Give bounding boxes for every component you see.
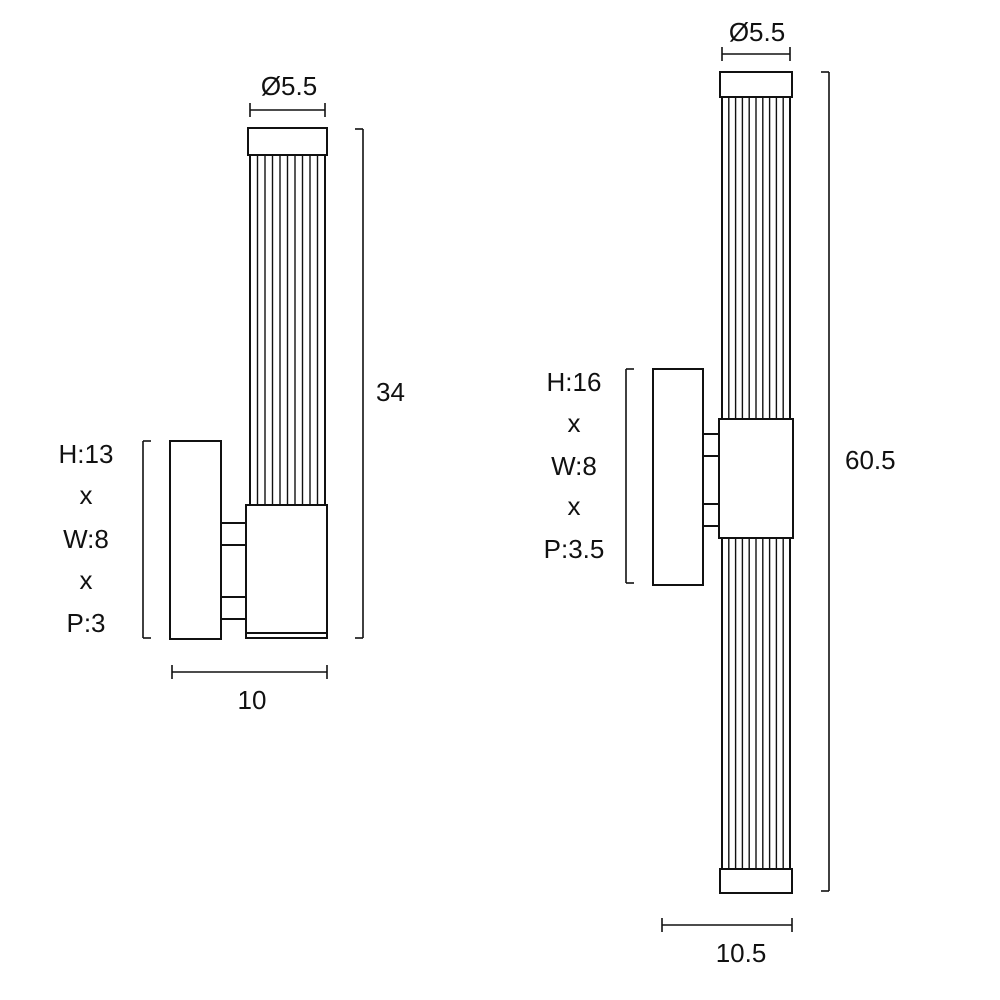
left-fixture: Ø5.5 34 10 H:13 x W:8 x P:3 [59,71,405,715]
left-height-dimension: 34 [355,128,405,639]
right-diameter-label: Ø5.5 [729,17,785,47]
left-backplate-dimension: H:13 x W:8 x P:3 [59,439,151,639]
right-backplate-projection: P:3.5 [544,534,605,564]
right-backplate-dimension: H:16 x W:8 x P:3.5 [544,367,634,584]
right-height-dimension: 60.5 [821,71,896,892]
right-bottom-cap [719,868,793,894]
left-backplate-sep-1: x [80,480,93,510]
right-depth-dimension: 10.5 [661,918,793,968]
left-diameter-dimension: Ø5.5 [249,71,326,117]
left-connector-top [220,522,247,546]
right-depth-label: 10.5 [716,938,767,968]
left-backplate-sep-2: x [80,565,93,595]
right-lower-flute-lines [728,538,784,869]
right-backplate-sep-1: x [568,408,581,438]
right-backplate [652,368,704,586]
left-backplate [169,440,222,640]
right-backplate-height: H:16 [547,367,602,397]
left-flute-lines [256,155,319,505]
left-connector-bottom [220,596,247,620]
right-diameter-dimension: Ø5.5 [721,17,791,61]
right-fixture: Ø5.5 60.5 10.5 H:16 x W:8 x P:3.5 [544,17,896,968]
right-upper-flute-lines [728,97,784,419]
right-backplate-width: W:8 [551,451,597,481]
right-center-body [718,418,794,539]
right-height-label: 60.5 [845,445,896,475]
left-top-cap [247,127,328,156]
left-backplate-width: W:8 [63,524,109,554]
left-backplate-height: H:13 [59,439,114,469]
left-height-label: 34 [376,377,405,407]
left-diameter-label: Ø5.5 [261,71,317,101]
right-top-cap [719,71,793,98]
left-base-body [245,504,328,639]
left-depth-dimension: 10 [171,665,328,715]
left-backplate-projection: P:3 [66,608,105,638]
left-depth-label: 10 [238,685,267,715]
right-backplate-sep-2: x [568,491,581,521]
